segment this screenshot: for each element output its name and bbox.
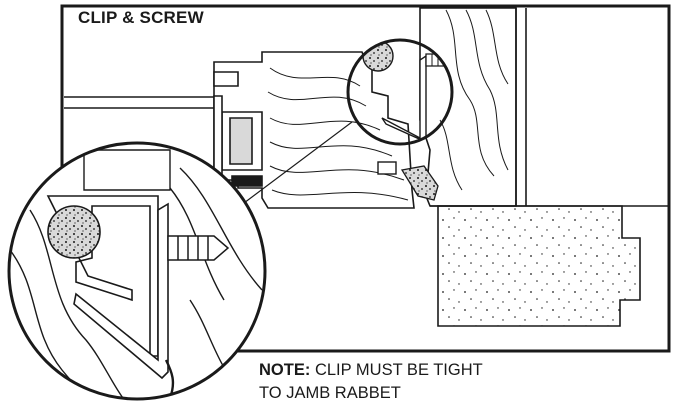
- note-line-2: TO JAMB RABBET: [259, 384, 401, 402]
- jamb-wood-grain: [439, 9, 509, 191]
- sash-frame: [213, 51, 415, 209]
- detail-leader-line: [231, 121, 353, 213]
- note-line-1: NOTE: CLIP MUST BE TIGHT: [259, 359, 483, 382]
- magnified-clip: [73, 202, 169, 380]
- note-label: NOTE:: [259, 361, 311, 379]
- foam-sealant: [400, 165, 439, 201]
- sill-clip: [377, 161, 397, 175]
- backer-rod-large: [47, 205, 101, 259]
- detail-circle-large: [7, 141, 267, 401]
- detail-circle-small: [346, 38, 454, 146]
- glazing-lines: [64, 96, 218, 109]
- magnified-glazing: [83, 149, 171, 191]
- note-body-1: CLIP MUST BE TIGHT: [314, 361, 483, 379]
- note-text: NOTE: CLIP MUST BE TIGHT TO JAMB RABBET: [259, 359, 483, 405]
- magnified-screw: [167, 235, 230, 261]
- drawing-title: CLIP & SCREW: [78, 8, 204, 27]
- concrete-block: [437, 205, 641, 327]
